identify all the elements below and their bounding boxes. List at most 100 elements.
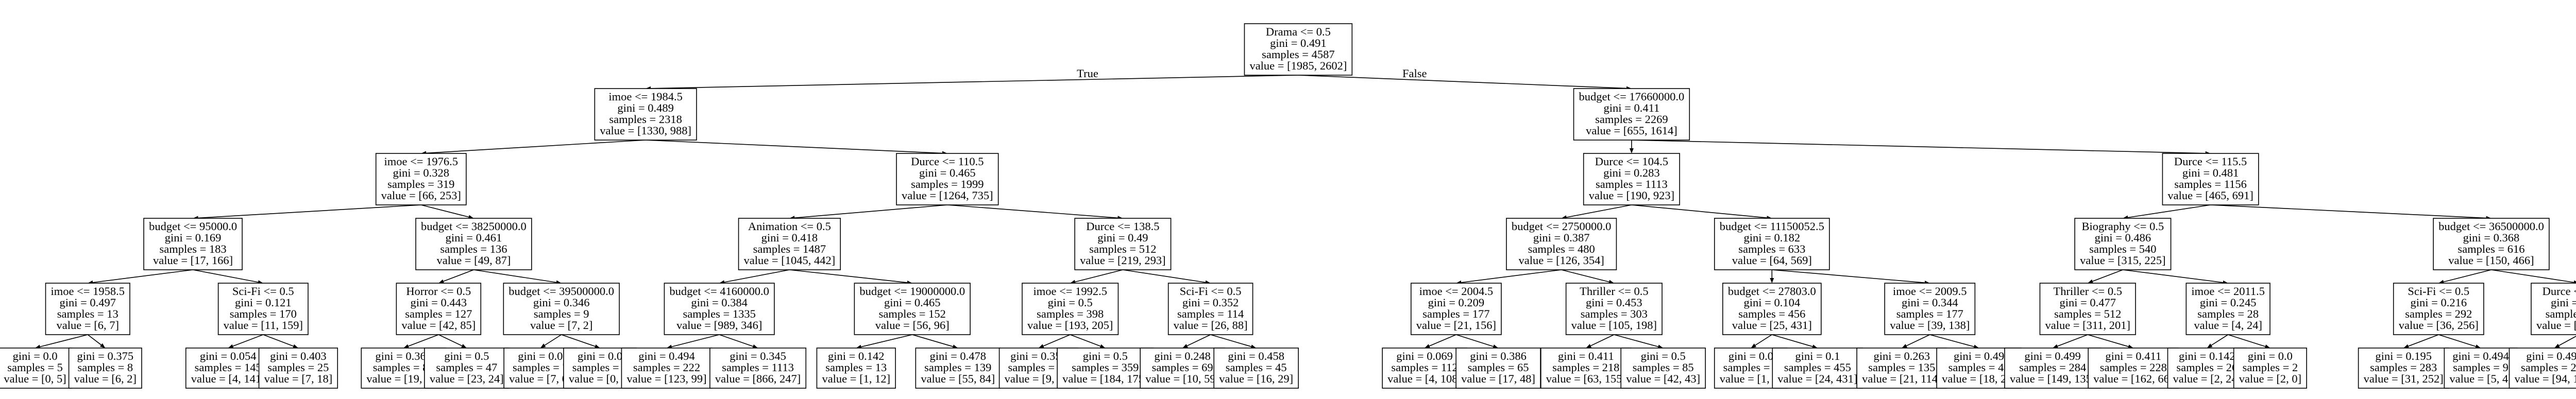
edge-line bbox=[193, 269, 259, 283]
tree-edge: True bbox=[646, 67, 1298, 91]
tree-edge bbox=[1770, 270, 1774, 283]
node-condition: imoe <= 2004.5 bbox=[1419, 285, 1494, 298]
node-value: value = [31, 252] bbox=[2364, 372, 2444, 385]
node-box bbox=[1856, 348, 1947, 389]
node-gini: gini = 0.368 bbox=[2463, 231, 2520, 244]
edge-line bbox=[1929, 334, 1974, 348]
edge-line bbox=[1298, 75, 1626, 89]
tree-edge bbox=[2207, 334, 2229, 348]
node-samples: samples = 69 bbox=[1152, 361, 1213, 374]
edge-arrowhead bbox=[1099, 344, 1106, 349]
node-samples: samples = 203 bbox=[2521, 361, 2576, 374]
node-samples: samples = 145 bbox=[195, 361, 262, 374]
node-value: value = [25, 431] bbox=[1732, 319, 1812, 332]
node-value: value = [1264, 735] bbox=[902, 189, 993, 202]
node-value: value = [7, 18] bbox=[264, 372, 333, 385]
node-box bbox=[1213, 348, 1299, 389]
node-value: value = [17, 166] bbox=[153, 254, 233, 267]
node-value: value = [64, 569] bbox=[1732, 254, 1812, 267]
node-value: value = [63, 155] bbox=[1546, 372, 1626, 385]
node-value: value = [49, 87] bbox=[436, 254, 511, 267]
tree-edge bbox=[2554, 336, 2576, 348]
node-gini: gini = 0.453 bbox=[1586, 296, 1642, 309]
tree-edge bbox=[88, 269, 193, 285]
edge-line bbox=[1631, 140, 2206, 154]
node-value: value = [42, 85] bbox=[401, 319, 476, 332]
node-box bbox=[1573, 88, 1690, 141]
node-gini: gini = 0.465 bbox=[884, 296, 941, 309]
node-condition: budget <= 17660000.0 bbox=[1579, 90, 1685, 103]
edge-line bbox=[1631, 204, 1767, 218]
edge-line bbox=[2092, 269, 2123, 282]
node-box bbox=[738, 218, 841, 270]
node-gini: gini = 0.5 bbox=[1048, 296, 1093, 309]
tree-edge bbox=[2088, 334, 2133, 349]
node-box bbox=[621, 348, 713, 389]
edge-arrowhead bbox=[752, 344, 758, 349]
node-gini: gini = 0.443 bbox=[411, 296, 467, 309]
edge-arrowhead bbox=[1182, 344, 1188, 348]
node-value: value = [56, 96] bbox=[875, 319, 950, 332]
node-samples: samples = 9 bbox=[2453, 361, 2509, 374]
node-gini: gini = 0.142 bbox=[828, 350, 885, 362]
node-value: value = [10, 59] bbox=[1145, 372, 1219, 385]
node-value: value = [66, 253] bbox=[381, 189, 461, 202]
node-value: value = [5, 4] bbox=[2449, 372, 2512, 385]
node-condition: budget <= 11150052.5 bbox=[1720, 220, 1824, 233]
tree-edge bbox=[1614, 334, 1664, 349]
edge-line bbox=[2128, 204, 2211, 218]
edge-arrowhead bbox=[540, 343, 546, 348]
node-condition: budget <= 4160000.0 bbox=[669, 285, 769, 298]
node-value: value = [7, 2] bbox=[530, 319, 592, 332]
node-samples: samples = 112 bbox=[1391, 361, 1458, 374]
node-gini: gini = 0.403 bbox=[270, 350, 327, 362]
node-gini: gini = 0.497 bbox=[2526, 350, 2576, 362]
node-samples: samples = 170 bbox=[230, 307, 297, 320]
node-box bbox=[2162, 153, 2259, 205]
edge-line bbox=[1456, 334, 1494, 347]
node-condition: Sci-Fi <= 0.5 bbox=[2408, 285, 2469, 298]
node-gini: gini = 0.0 bbox=[1728, 350, 1773, 362]
node-samples: samples = 152 bbox=[879, 307, 946, 320]
node-value: value = [7, 0] bbox=[509, 372, 571, 385]
edge-arrowhead bbox=[2207, 343, 2213, 348]
node-condition: Durce <= 115.5 bbox=[2174, 155, 2247, 168]
node-box bbox=[415, 218, 532, 270]
edge-line bbox=[651, 75, 1298, 89]
tree-edge bbox=[719, 334, 758, 349]
node-value: value = [184, 175] bbox=[1062, 372, 1148, 385]
node-condition: budget <= 39500000.0 bbox=[509, 285, 614, 298]
node-value: value = [315, 225] bbox=[2080, 254, 2165, 267]
edge-line bbox=[421, 204, 469, 218]
node-value: value = [17, 48] bbox=[1461, 372, 1535, 385]
edge-line bbox=[912, 334, 953, 347]
tree-edge bbox=[561, 334, 600, 349]
node-condition: Durce <= 138.5 bbox=[1086, 220, 1159, 233]
node-samples: samples = 633 bbox=[1738, 242, 1805, 255]
tree-edge bbox=[2088, 269, 2123, 284]
edge-line bbox=[1210, 334, 1251, 347]
node-value: value = [6, 2] bbox=[74, 372, 137, 385]
node-value: value = [311, 201] bbox=[2045, 319, 2130, 332]
node-gini: gini = 0.069 bbox=[1396, 350, 1453, 362]
tree-edge bbox=[1631, 204, 1772, 220]
node-gini: gini = 0.387 bbox=[1533, 231, 1590, 244]
node-gini: gini = 0.477 bbox=[2059, 296, 2116, 309]
node-box bbox=[1022, 283, 1119, 335]
node-samples: samples = 139 bbox=[924, 361, 991, 374]
node-samples: samples = 1156 bbox=[2174, 178, 2247, 190]
node-box bbox=[2004, 348, 2102, 389]
node-value: value = [866, 247] bbox=[715, 372, 801, 385]
node-condition: imoe <= 1958.5 bbox=[51, 285, 125, 298]
node-gini: gini = 0.263 bbox=[1874, 350, 1930, 362]
